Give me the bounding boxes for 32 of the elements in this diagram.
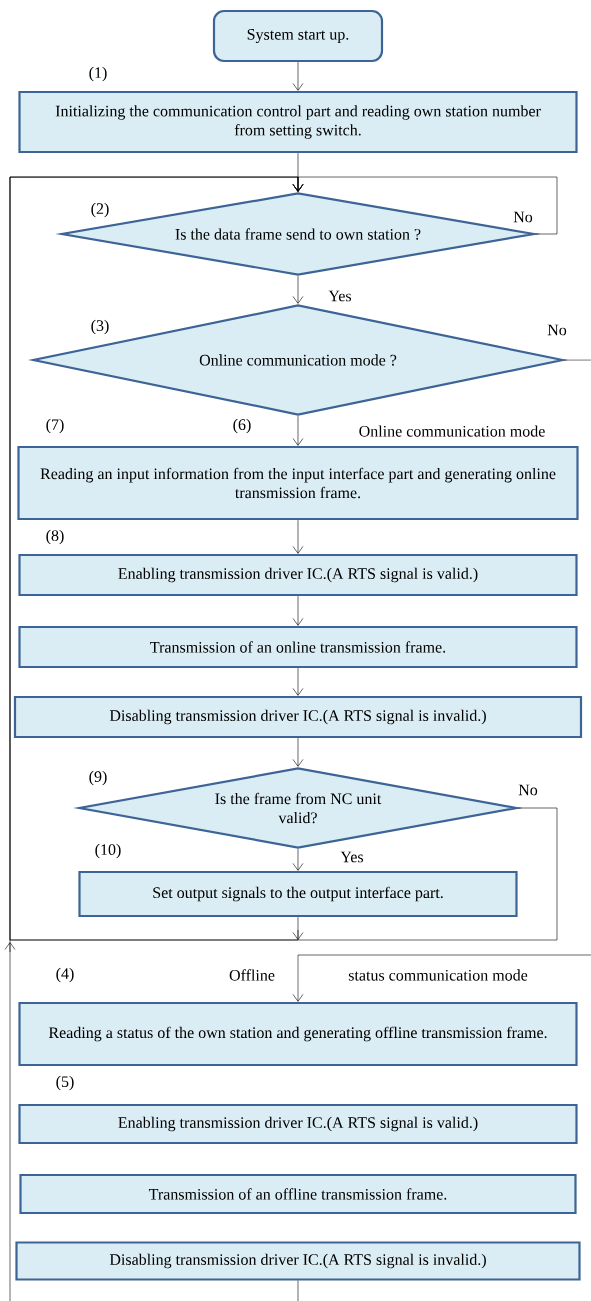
process-box: Transmission of an online transmission frame. [18,625,578,669]
process-box: Reading an input information from the input interface part and generating online transmission frame. [17,445,579,521]
arrow [292,275,304,304]
arrow [4,176,304,1301]
process-box: Disabling transmission driver IC.(A RTS signal is invalid.) [15,1241,581,1281]
callout-number: (3) [91,319,109,335]
arrow [292,848,304,871]
callout-number: (8) [46,529,64,545]
edge-label: Online communication mode [357,424,547,438]
process-box: Enabling transmission driver IC.(A RTS signal is valid.) [18,1103,578,1145]
process-box: Set output signals to the output interface part. [78,870,518,918]
callout-number: (7) [46,418,64,434]
callout-number: (6) [233,418,251,434]
callout-number: (5) [56,1075,74,1091]
process-box: Initializing the communication control part and reading own station number from setting switch. [18,90,578,154]
process-box: Reading a status of the own station and generating offline transmission frame. [18,1001,578,1067]
process-box: Enabling transmission driver IC.(A RTS signal is valid.) [18,553,578,597]
arrow [292,415,304,446]
start-box: System start up. [212,9,384,63]
process-box: Disabling transmission driver IC.(A RTS signal is invalid.) [13,695,583,739]
arrow [292,519,304,554]
arrow [292,61,304,91]
arrow [292,737,304,767]
mode-label: Offline [229,969,275,981]
arrow [292,595,304,626]
callout-number: (2) [91,202,109,218]
arrow [292,359,591,1002]
process-box: Transmission of an offline transmission frame. [19,1173,577,1215]
arrow [292,667,304,696]
mode-label: status communication mode [348,969,528,981]
callout-number: (4) [56,967,74,983]
callout-number: (9) [89,770,107,786]
